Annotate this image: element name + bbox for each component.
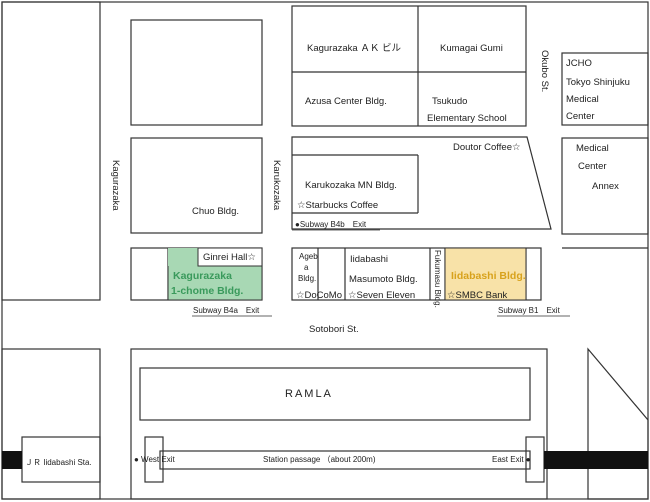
label-annex-2: Center <box>578 161 607 172</box>
label-ginrei: Ginrei Hall☆ <box>203 252 256 263</box>
label-kumagai: Kumagai Gumi <box>440 43 503 54</box>
jr-station-label: ＪＲ Iidabashi Sta. <box>25 458 92 467</box>
block-annex <box>561 137 649 235</box>
block-jcho <box>561 52 649 126</box>
label-fukumasu: Fukumasu Bldg. <box>433 250 442 308</box>
label-kag1-2: 1-chome Bldg. <box>171 285 244 297</box>
label-jcho-3: Medical <box>566 94 599 105</box>
label-smbc: ☆SMBC Bank <box>447 290 508 301</box>
label-ageba-2: a <box>304 263 309 272</box>
street-karukozaka: Karukozaka <box>271 160 282 211</box>
block-mn <box>291 136 552 230</box>
station-passage <box>159 450 531 470</box>
label-seven: ☆Seven Eleven <box>348 290 416 301</box>
label-tsukudo-1: Tsukudo <box>432 96 468 107</box>
block-bottom-right <box>587 347 649 500</box>
label-ageba-3: Bldg. <box>298 274 317 283</box>
label-jcho-1: JCHO <box>566 58 592 69</box>
label-doutor: Doutor Coffee☆ <box>453 142 521 153</box>
block-chuo <box>130 137 263 234</box>
label-starbucks: ☆Starbucks Coffee <box>297 200 379 211</box>
label-tsukudo-2: Elementary School <box>427 113 507 124</box>
block-bottom-left <box>1 348 101 500</box>
label-annex-1: Medical <box>576 143 609 154</box>
block-kagurazaka-ak <box>291 5 527 127</box>
block-station <box>130 348 548 500</box>
label-jcho-2: Tokyo Shinjuku <box>566 77 630 88</box>
train-track-right <box>544 451 648 469</box>
label-kagurazaka-ak: Kagurazaka ＡＫ ビル <box>307 43 401 54</box>
ginrei-hall <box>197 247 263 267</box>
exit-b4a[interactable]: Subway B4a Exit <box>193 306 260 315</box>
exit-b1[interactable]: Subway B1 Exit <box>498 306 560 315</box>
exit-west[interactable]: ● West Exit <box>134 455 175 464</box>
label-annex-3: Annex <box>592 181 619 192</box>
train-track-left <box>2 451 22 469</box>
label-ramla: RAMLA <box>285 388 333 400</box>
label-iidabashi-bldg: Iidabashi Bldg. <box>451 270 526 282</box>
block-ramla <box>139 367 531 421</box>
label-masumoto-1: Iidabashi <box>350 254 389 265</box>
label-ageba-1: Ageb <box>299 252 318 261</box>
exit-b4b[interactable]: ●Subway B4b Exit <box>295 220 367 229</box>
label-mn: Karukozaka MN Bldg. <box>305 180 397 191</box>
iidabashi-bldg <box>444 247 527 301</box>
exit-east[interactable]: East Exit ● <box>492 455 531 464</box>
label-kag1-1: Kagurazaka <box>173 270 232 282</box>
station-passage-label: Station passage （about 200m) <box>263 455 376 464</box>
block-north-a <box>130 19 263 126</box>
street-sotobori: Sotobori St. <box>309 324 359 335</box>
label-jcho-4: Center <box>566 111 595 122</box>
label-azusa: Azusa Center Bldg. <box>305 96 387 107</box>
label-masumoto-2: Masumoto Bldg. <box>349 274 418 285</box>
street-kagurazaka: Kagurazaka <box>110 160 121 211</box>
label-docomo: ☆DoCoMo <box>296 290 343 301</box>
block-ageba-row <box>291 247 542 301</box>
label-chuo: Chuo Bldg. <box>192 206 240 217</box>
block-top-left <box>1 1 101 301</box>
street-okubo: Okubo St. <box>539 50 550 93</box>
